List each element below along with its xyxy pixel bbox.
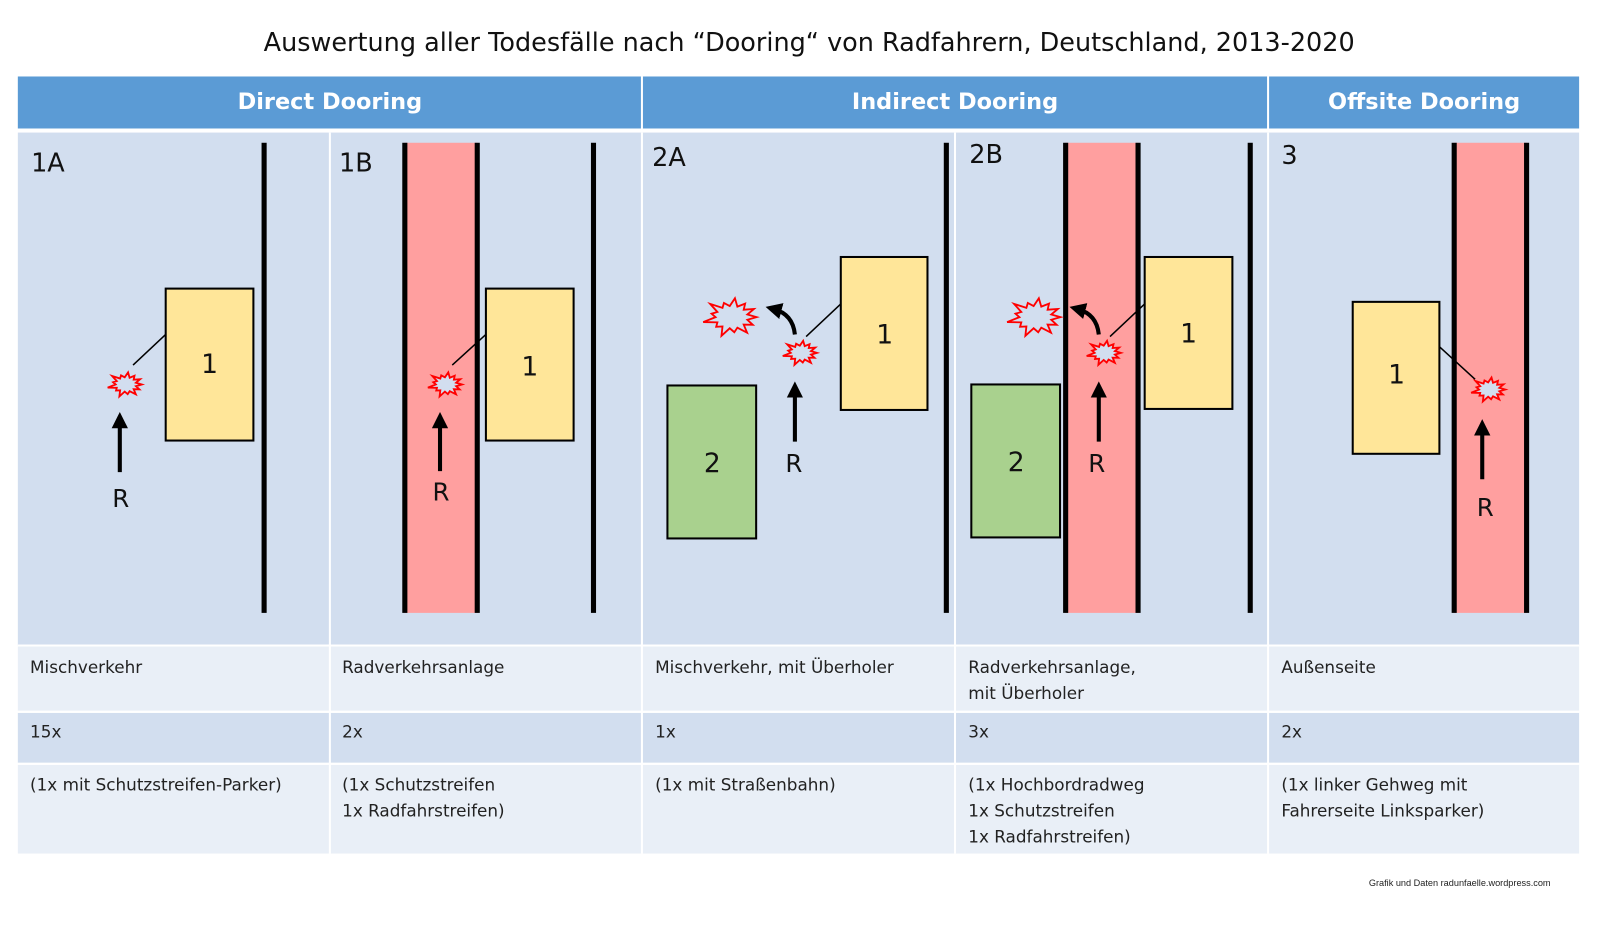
panel-label: 3 — [1281, 141, 1297, 171]
open-door — [451, 333, 487, 366]
car-2 — [666, 384, 758, 540]
panel-2b: 2B 1 2 R — [969, 140, 1253, 613]
header-direct-dooring: Direct Dooring — [238, 89, 423, 115]
row-count-cell: 3x — [968, 721, 989, 741]
panel-label: 2A — [652, 143, 686, 173]
row-notes-cell: Fahrerseite Linksparker) — [1281, 800, 1484, 820]
header-indirect-dooring: Indirect Dooring — [852, 89, 1058, 115]
impact-icon — [107, 370, 146, 399]
deflect-arrow-icon — [1069, 303, 1101, 335]
panel-label: 1A — [31, 148, 65, 178]
row-type-cell: mit Überholer — [968, 682, 1084, 703]
panel-1b: 1B 1 R — [339, 142, 597, 613]
car-label: 1 — [201, 349, 218, 380]
deflect-arrow-icon — [765, 303, 797, 335]
row-count-cell: 2x — [342, 721, 363, 741]
row-type-cell: Außenseite — [1281, 657, 1375, 677]
car-2 — [970, 383, 1062, 539]
car-label: 2 — [1008, 447, 1025, 478]
row-type-cell: Radverkehrsanlage — [342, 657, 504, 677]
header-offsite-dooring: Offsite Dooring — [1328, 89, 1520, 115]
car-label: 1 — [876, 320, 893, 351]
panel-3: 3 1 R — [1281, 141, 1530, 613]
rider-label: R — [1477, 493, 1494, 522]
car-1 — [164, 287, 255, 442]
row-notes-cell: 1x Radfahrstreifen) — [968, 826, 1130, 846]
panel-label: 1B — [339, 148, 373, 178]
rider-label: R — [433, 478, 450, 507]
header-bar — [17, 76, 1580, 129]
impact-icon — [782, 338, 821, 368]
impact-icon — [427, 370, 466, 399]
row-notes-cell: 1x Schutzstreifen — [968, 800, 1114, 820]
row-count-cell: 15x — [30, 721, 61, 741]
car-label: 1 — [1180, 319, 1197, 350]
secondary-impact-icon — [1006, 296, 1064, 339]
open-door — [132, 333, 167, 366]
impact-icon — [1086, 338, 1125, 368]
panel-1a: 1A 1 R — [31, 142, 267, 613]
car-1 — [1143, 255, 1234, 410]
row-count-cell: 2x — [1281, 721, 1302, 741]
row-count-cell: 1x — [655, 721, 676, 741]
car-label: 1 — [521, 351, 538, 382]
row-notes-cell: (1x linker Gehweg mit — [1281, 774, 1467, 794]
row-type-cell: Mischverkehr, mit Überholer — [655, 656, 894, 677]
car-label: 1 — [1388, 359, 1405, 390]
open-door — [805, 303, 842, 338]
rider-label: R — [785, 449, 802, 478]
car-1 — [1351, 300, 1441, 455]
row-type-cell: Mischverkehr — [30, 657, 142, 677]
page-title: Auswertung aller Todesfälle nach “Doorin… — [264, 28, 1355, 58]
row-notes-cell: (1x mit Schutzstreifen-Parker) — [30, 774, 282, 794]
panel-2a: 2A 1 2 R — [652, 142, 949, 613]
row-notes-cell: (1x Schutzstreifen — [342, 774, 495, 794]
car-label: 2 — [704, 448, 721, 479]
row-notes-cell: 1x Radfahrstreifen) — [342, 800, 504, 820]
secondary-impact-icon — [702, 296, 760, 339]
rider-label: R — [1088, 449, 1105, 478]
impact-icon — [1470, 375, 1509, 404]
rider-label: R — [112, 484, 129, 513]
open-door — [1438, 346, 1476, 380]
open-door — [1109, 303, 1146, 338]
panel-label: 2B — [969, 140, 1003, 170]
road-edge-line — [261, 142, 267, 613]
row-notes-cell: (1x mit Straßenbahn) — [655, 774, 835, 794]
bike-lane — [1065, 142, 1139, 613]
row-type-cell: Radverkehrsanlage, — [968, 657, 1136, 677]
row-notes-cell: (1x Hochbordradweg — [968, 774, 1144, 794]
stats-table: Mischverkehr Radverkehrsanlage Mischverkeh… — [30, 656, 1484, 846]
car-1 — [839, 255, 929, 411]
car-1 — [484, 287, 575, 442]
footer-credit: Grafik und Daten radunfaelle.wordpress.c… — [1369, 878, 1551, 888]
